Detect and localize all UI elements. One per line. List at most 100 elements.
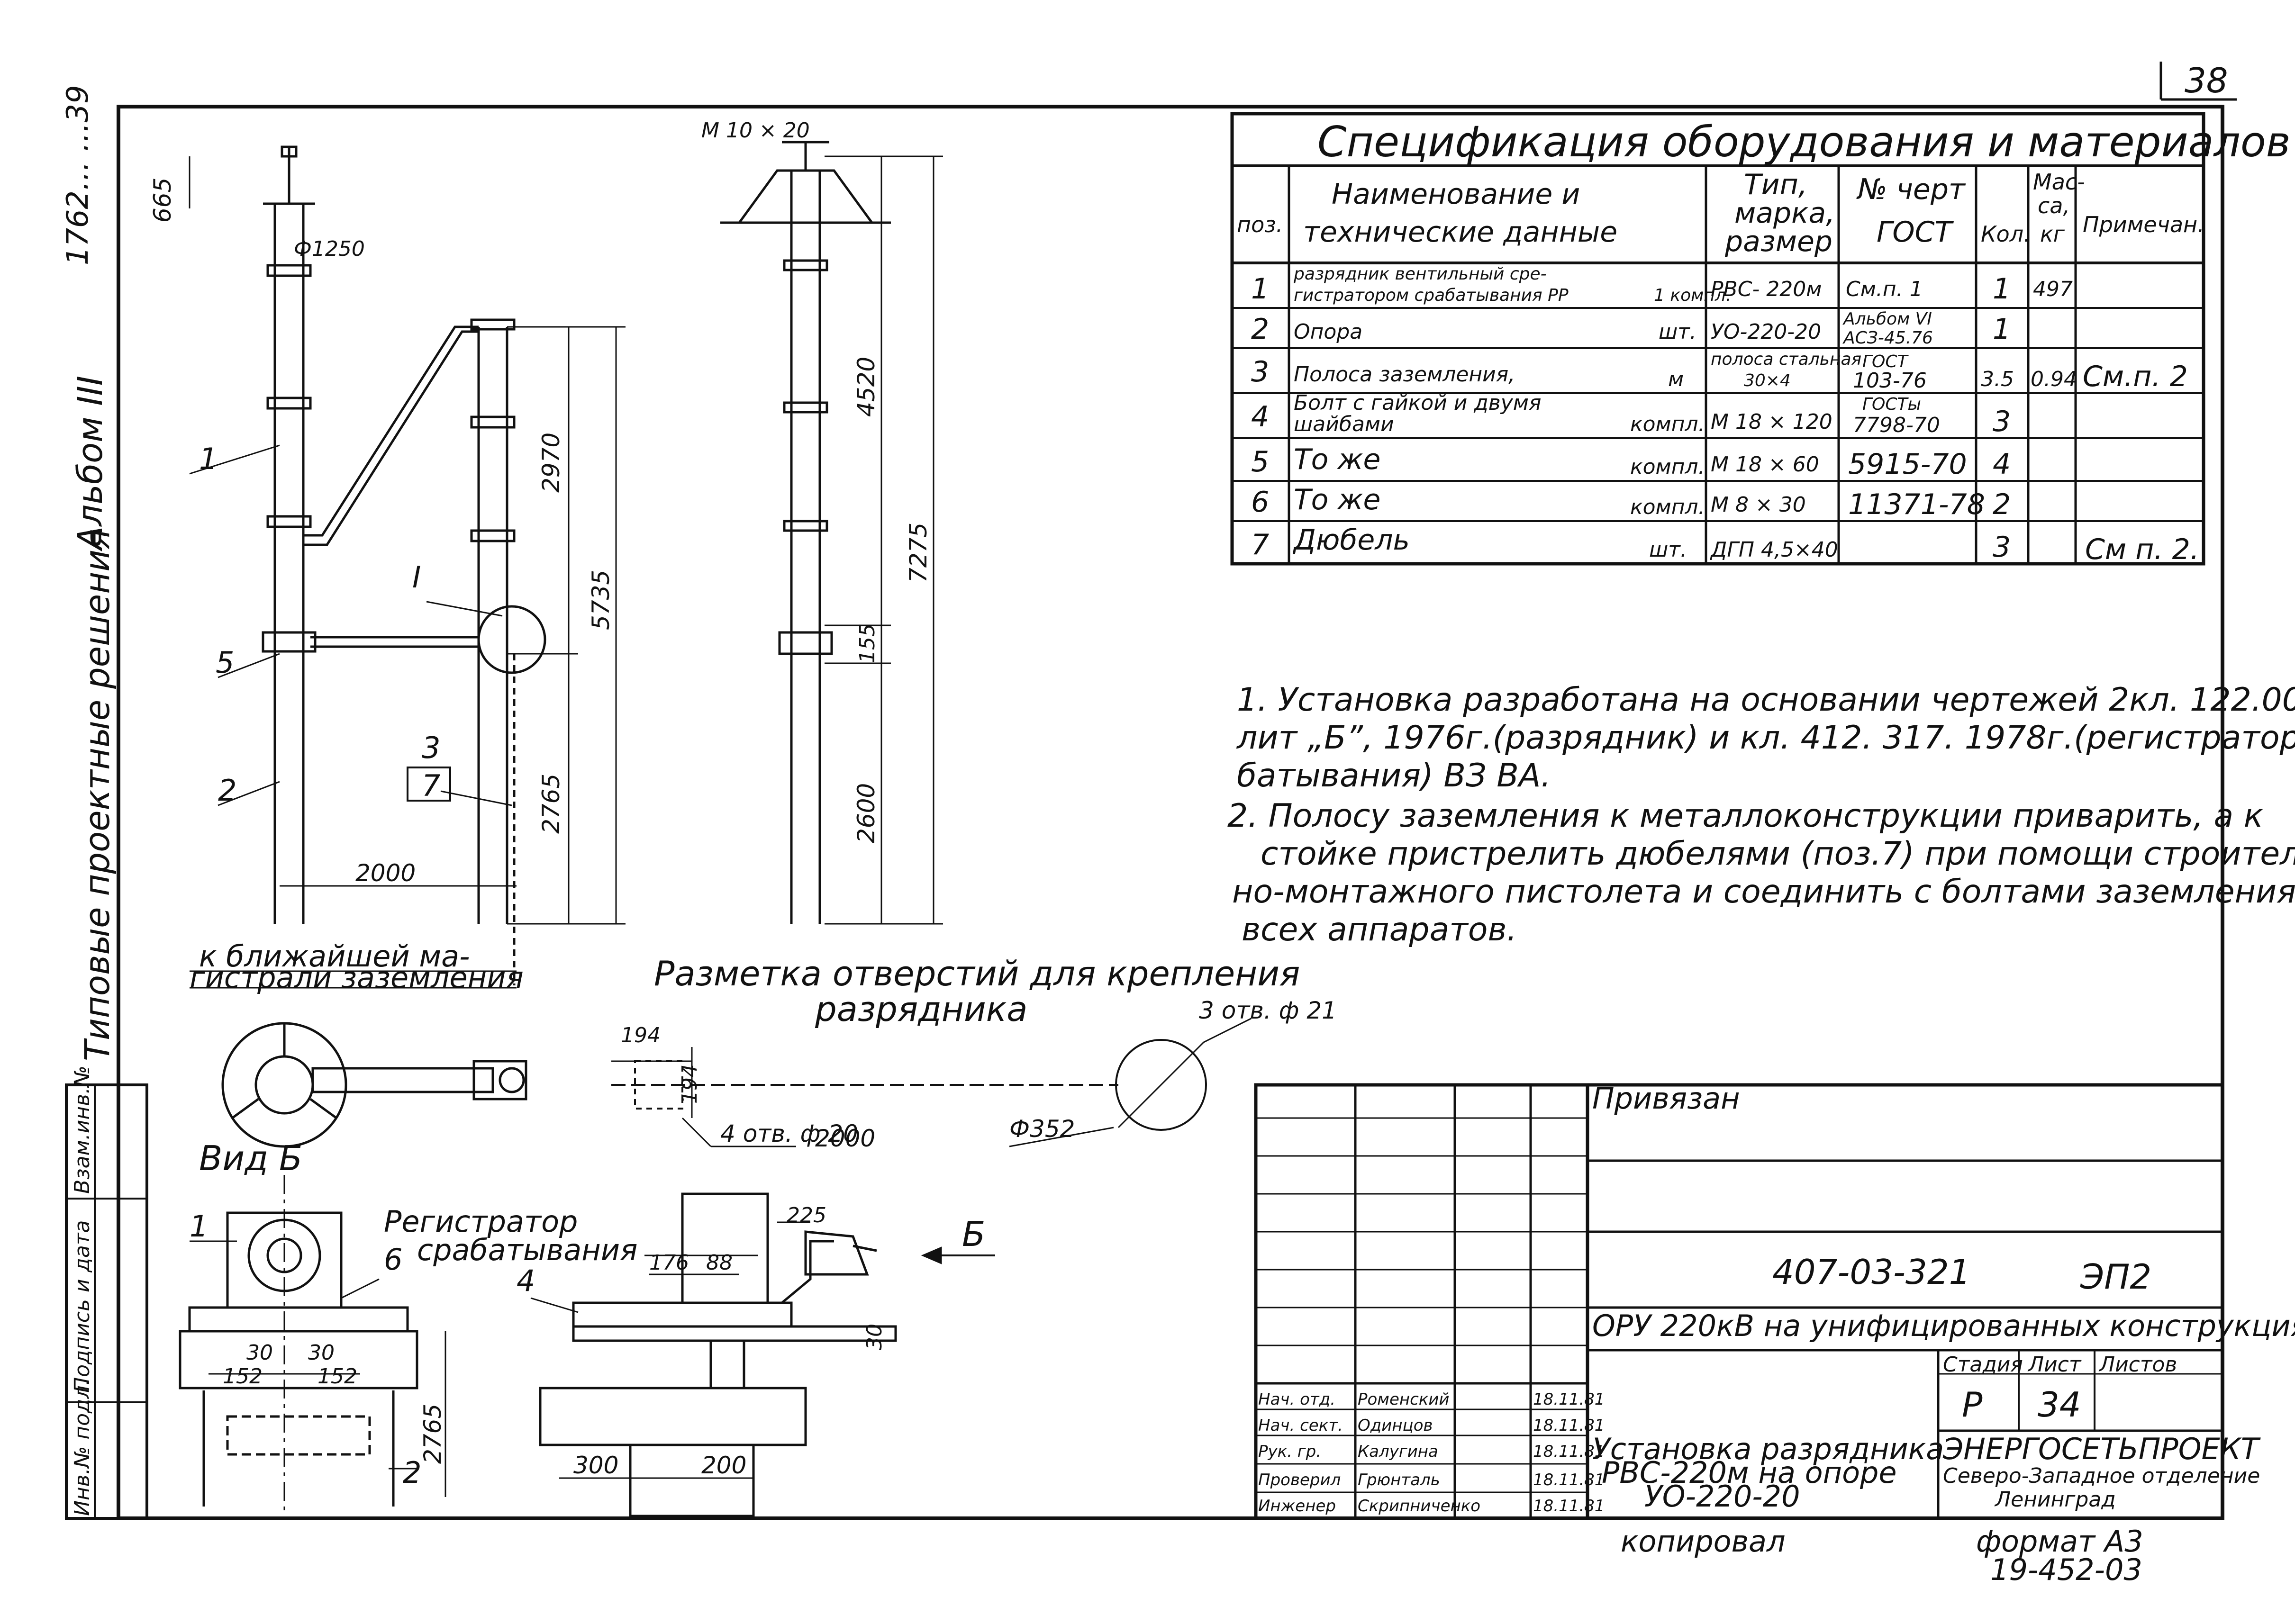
hdr-name-2: технические данные [1303,216,1617,249]
row-type-2: 30×4 [1744,371,1791,390]
arrow-b-label: Б [962,1214,985,1254]
hdr-gost-2: ГОСТ [1877,216,1954,249]
row-gost: 11371-78 [1848,488,1985,521]
hdr-type-2: марка, [1734,197,1835,230]
hdr-mass-3: кг [2040,221,2065,247]
front-view-drawing [189,145,626,989]
sig-name: Грюнталь [1358,1471,1440,1489]
sheet-label: Лист [2027,1353,2082,1377]
dim-4520: 4520 [853,357,880,417]
hdr-note: Примечан. [2083,212,2204,237]
page-number-text: 38 [2185,61,2228,100]
callout-3: 3 [422,731,440,765]
marking-title-2: разрядника [815,989,1027,1029]
callout-I: I [412,560,421,595]
row-unit: шт. [1659,320,1696,344]
detail-callout-2: 2 [403,1455,421,1490]
sig-name: Скрипниченко [1358,1497,1480,1516]
org-division: Северо-Западное отделение [1943,1464,2260,1488]
sig-role: Проверил [1258,1471,1341,1489]
dim-2600: 2600 [853,783,880,843]
dim-2000: 2000 [355,859,416,887]
callout-5: 5 [216,645,234,680]
dim-4-holes: 4 отв. ф 20 [720,1120,858,1147]
row-qty: 3 [1993,405,2011,438]
row-type: М 18 × 120 [1711,410,1832,434]
hdr-mass-2: са, [2038,193,2070,218]
description-1: Установка разрядника [1592,1432,1944,1466]
dim-152-b: 152 [317,1364,357,1389]
row-pos: 7 [1251,528,1269,561]
row-unit: м [1668,367,1684,391]
sig-date: 18.11.81 [1533,1442,1605,1461]
callout-2: 2 [218,773,236,808]
row-pos: 5 [1251,445,1269,478]
sig-date: 18.11.81 [1533,1390,1605,1409]
row-pos: 6 [1251,486,1269,519]
row-type: полоса стальная [1711,350,1861,369]
sig-date: 18.11.81 [1533,1497,1605,1516]
dim-665: 665 [149,178,176,223]
dim-30-c: 30 [862,1324,887,1350]
hdr-qty: Кол. [1981,221,2031,247]
sig-name: Одинцов [1358,1416,1433,1435]
format-label: формат А3 [1976,1524,2143,1559]
hdr-mass-1: Мас- [2033,169,2085,195]
dim-88: 88 [706,1251,733,1275]
table-row: 4 Болт с гайкой и двумя шайбами компл. М… [1251,391,2011,438]
table-row: 2 Опора шт. УО-220-20 Альбом VI АСЗ-45.7… [1251,309,2011,348]
sig-role: Инженер [1258,1497,1336,1516]
left-margin: 1762… …39 Альбом III Типовые проектные р… [60,85,148,1520]
org-name: ЭНЕРГОСЕТЬПРОЕКТ [1942,1432,2261,1466]
dim-2970: 2970 [537,433,565,493]
sig-role: Нач. отд. [1258,1390,1335,1409]
sig-date: 18.11.81 [1533,1471,1605,1489]
note-line: стойке пристрелить дюбелями (поз.7) при … [1261,835,2295,873]
note-line: всех аппаратов. [1242,911,1517,948]
sig-name: Калугина [1358,1442,1438,1461]
row-pos: 4 [1251,400,1269,433]
row-unit: шт. [1649,538,1687,562]
side-view-labels: М 10 × 20 4520 7275 155 2600 [701,118,932,843]
row-qty: 3 [1993,531,2011,564]
project-title: ОРУ 220кВ на унифицированных конструкция… [1592,1308,2295,1343]
row-unit: компл. [1630,412,1705,436]
dim-30-b: 30 [308,1341,335,1365]
row-qty: 1 [1993,272,2011,306]
inventory-code: 1762… …39 [60,85,95,265]
table-row: 7 Дюбель шт. ДГП 4,5×40 3 См п. 2. [1251,523,2199,566]
note-line: лит „Б”, 1976г.(разрядник) и кл. 412. 31… [1236,719,2295,757]
callout-1: 1 [199,442,218,476]
marking-title-1: Разметка отверстий для крепления [654,954,1300,993]
copied-label: копировал [1621,1524,1786,1559]
row-gost-2: 103-76 [1853,369,1927,393]
dim-5735: 5735 [587,570,615,630]
field-vzam-inv: Взам.инв.№ [70,1065,94,1194]
hdr-name-1: Наименование и [1332,178,1580,211]
row-pos: 1 [1251,272,1269,306]
description-2: РВС-220м на опоре [1602,1455,1897,1490]
row-type: РВС- 220м [1711,277,1822,301]
field-signature-date: Подпись и дата [70,1220,94,1393]
title-block: Привязан 407-03-321 ЭП2 ОРУ 220кВ на уни… [1254,1081,2295,1520]
row-unit: компл. [1630,495,1705,519]
registrar-label-1: Регистратор [384,1204,578,1239]
table-row: 3 Полоса заземления, м полоса стальная 3… [1251,350,2188,393]
note-line: 1. Установка разработана на основании че… [1237,681,2295,719]
dim-2765-b: 2765 [419,1404,446,1464]
description-3: УО-220-20 [1644,1479,1800,1514]
row-note: См.п. 2 [2083,360,2188,393]
row-type: УО-220-20 [1711,320,1821,344]
dim-f352: Ф352 [1009,1115,1075,1143]
row-note: См п. 2. [2085,533,2199,566]
hdr-type-3: размер [1724,225,1832,258]
sig-name: Роменский [1358,1390,1450,1409]
hdr-type-1: Тип, [1744,168,1807,201]
note-line: 2. Полосу заземления к металлоконструкци… [1227,797,2263,835]
view-b-label: Вид Б [199,1138,302,1178]
detail-callout-6: 6 [384,1242,402,1277]
row-gost: 5915-70 [1848,448,1967,481]
plan-view [221,1022,527,1148]
sheet-code: ЭП2 [2080,1257,2151,1297]
